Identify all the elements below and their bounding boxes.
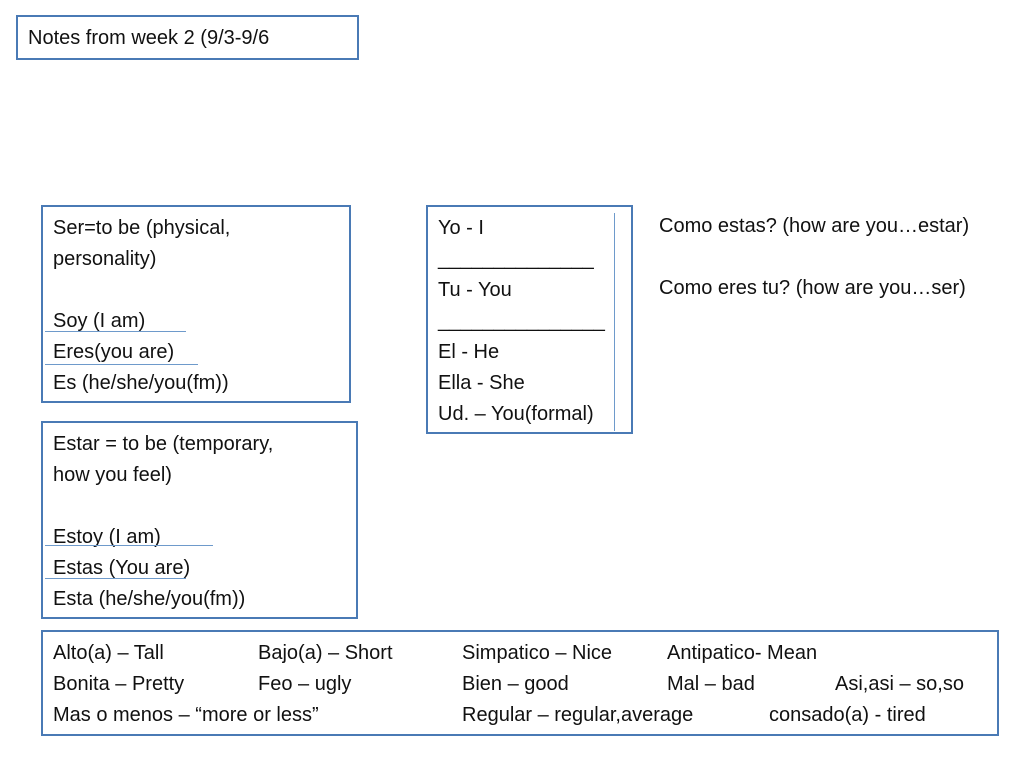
pronoun-separator-2: _______________ (438, 310, 605, 332)
vocab-regular: Regular – regular,average (462, 704, 694, 726)
ser-form-eres: Eres(you are) (53, 341, 175, 363)
ser-definition-line1: Ser=to be (physical, (53, 217, 231, 239)
estar-form-esta: Esta (he/she/you(fm)) (53, 588, 246, 610)
vocab-mas-o-menos: Mas o menos – “more or less” (53, 704, 319, 726)
ser-form-soy: Soy (I am) (53, 310, 146, 332)
vocab-mal: Mal – bad (667, 673, 755, 695)
pronoun-yo: Yo - I (438, 217, 484, 239)
vocab-box: Alto(a) – Tall Bajo(a) – Short Simpatico… (41, 630, 999, 736)
ser-box: Ser=to be (physical, personality) Soy (I… (41, 205, 351, 403)
pronoun-tu: Tu - You (438, 279, 512, 301)
page-title: Notes from week 2 (9/3-9/6 (28, 27, 270, 49)
vocab-alto: Alto(a) – Tall (53, 642, 164, 664)
question-ser: Como eres tu? (how are you…ser) (659, 277, 966, 299)
estar-underline-2 (45, 578, 186, 579)
ser-definition-line2: personality) (53, 248, 157, 270)
vocab-bonita: Bonita – Pretty (53, 673, 185, 695)
estar-definition-line2: how you feel) (53, 464, 172, 486)
estar-definition-line1: Estar = to be (temporary, (53, 433, 274, 455)
estar-form-estas: Estas (You are) (53, 557, 191, 579)
pronoun-el: El - He (438, 341, 500, 363)
pronouns-box: Yo - I ______________ Tu - You _________… (426, 205, 633, 434)
pronouns-divider (614, 213, 615, 431)
ser-form-es: Es (he/she/you(fm)) (53, 372, 229, 394)
ser-underline-2 (45, 364, 198, 365)
estar-box: Estar = to be (temporary, how you feel) … (41, 421, 358, 619)
vocab-asi: Asi,asi – so,so (835, 673, 964, 695)
vocab-bien: Bien – good (462, 673, 569, 695)
ser-underline-1 (45, 331, 186, 332)
estar-underline-1 (45, 545, 213, 546)
question-estar: Como estas? (how are you…estar) (659, 215, 970, 237)
pronoun-ud: Ud. – You(formal) (438, 403, 594, 425)
vocab-feo: Feo – ugly (258, 673, 352, 695)
title-box: Notes from week 2 (9/3-9/6 (16, 15, 359, 60)
vocab-consado: consado(a) - tired (769, 704, 926, 726)
pronoun-separator-1: ______________ (438, 248, 594, 270)
estar-form-estoy: Estoy (I am) (53, 526, 161, 548)
vocab-antipatico: Antipatico- Mean (667, 642, 818, 664)
vocab-simpatico: Simpatico – Nice (462, 642, 613, 664)
pronoun-ella: Ella - She (438, 372, 525, 394)
vocab-bajo: Bajo(a) – Short (258, 642, 393, 664)
